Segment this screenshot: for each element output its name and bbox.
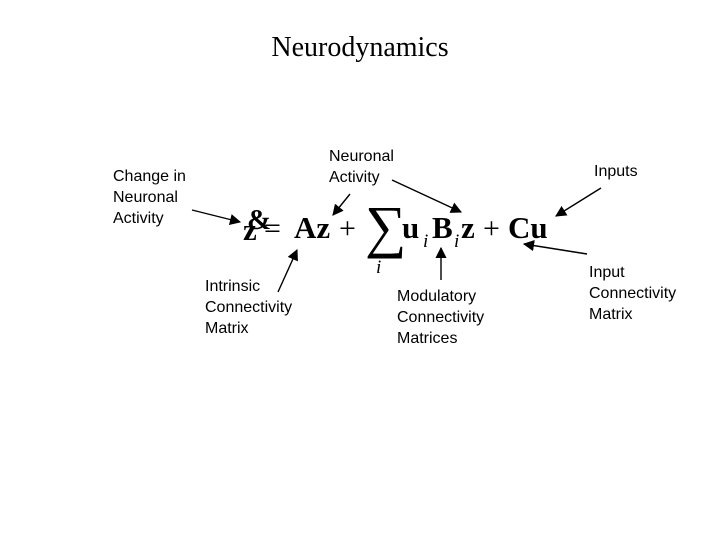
eq-b-sub: i — [454, 231, 460, 252]
eq-plus-2: + — [483, 212, 500, 245]
eq-u: u — [402, 210, 420, 245]
arrow-inputs-to-u — [555, 187, 602, 217]
label-intrinsic-matrix: Intrinsic Connectivity Matrix — [205, 278, 293, 337]
eq-z: z — [461, 210, 475, 245]
eq-sum-symbol: ∑ — [365, 194, 407, 259]
label-neuronal-activity: Neuronal Activity — [329, 148, 394, 186]
arrow-intrinsic-to-a — [277, 248, 298, 293]
eq-term-c: Cu — [508, 210, 548, 245]
arrow-change-to-zdot — [191, 209, 242, 225]
label-inputs: Inputs — [594, 163, 638, 180]
eq-sum-index: i — [376, 257, 382, 278]
label-modulatory-matrices: Modulatory Connectivity Matrices — [397, 288, 485, 347]
eq-lhs-z: z — [243, 212, 257, 247]
eq-b: B — [432, 210, 453, 245]
eq-term-a: Az — [294, 210, 331, 245]
eq-dot-glyph: & — [247, 204, 272, 236]
slide-title: Neurodynamics — [271, 32, 449, 63]
eq-u-sub: i — [423, 231, 429, 252]
label-input-matrix: Input Connectivity Matrix — [589, 264, 677, 323]
arrow-activity-to-z — [391, 179, 463, 213]
arrow-activity-to-az — [332, 193, 351, 216]
eq-plus-1: + — [339, 212, 356, 245]
label-change-in-activity: Change in Neuronal Activity — [113, 168, 186, 227]
eq-equals: = — [264, 212, 281, 245]
arrow-input-matrix-to-c — [522, 240, 588, 255]
